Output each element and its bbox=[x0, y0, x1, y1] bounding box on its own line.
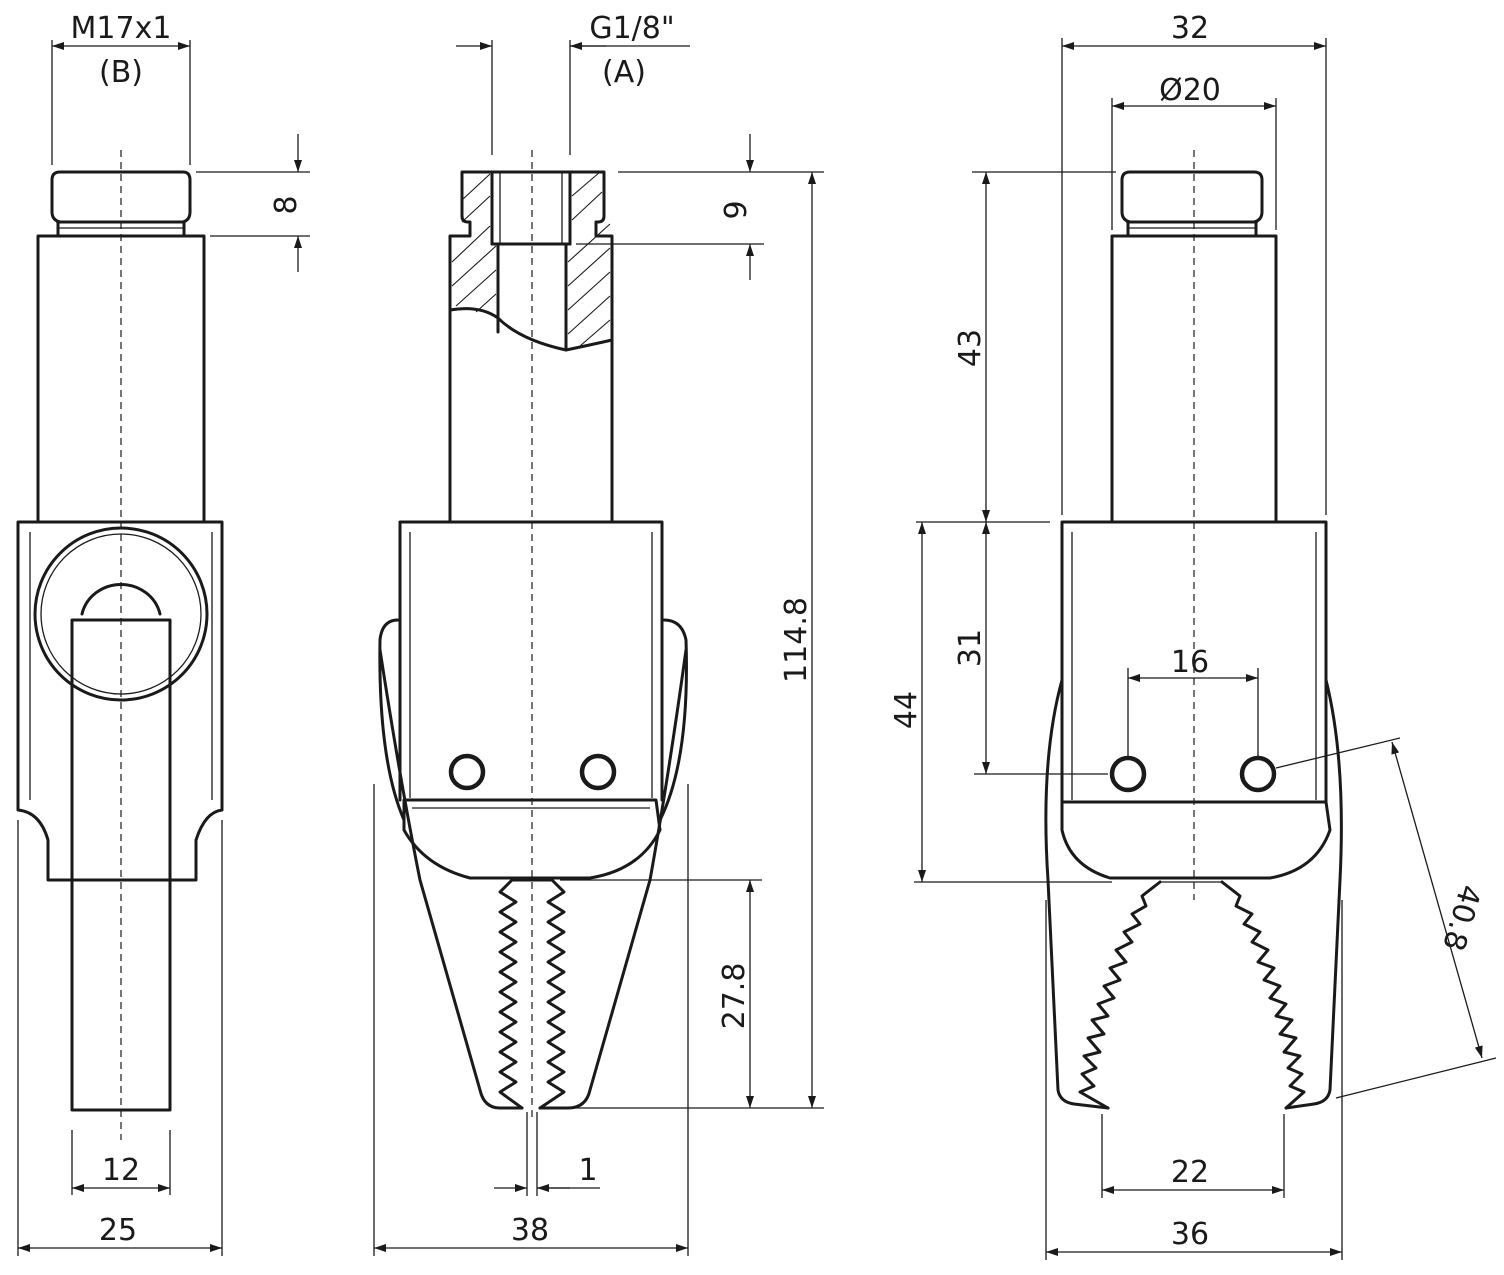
dim-left-overall-width: 25 bbox=[99, 1213, 137, 1248]
mount-hole bbox=[1239, 755, 1277, 793]
dim-jaw-arm-length: 40.8 bbox=[1435, 881, 1487, 955]
shaft bbox=[36, 234, 206, 524]
dim-jaw-pivot-height: 44 bbox=[889, 691, 924, 729]
dim-middle-overall-width: 38 bbox=[511, 1213, 549, 1248]
gripper-body bbox=[398, 520, 664, 802]
serrated-jaw-left-open bbox=[1078, 880, 1162, 1110]
dim-port-b: (B) bbox=[99, 55, 143, 90]
dim-jaw-gap: 1 bbox=[578, 1153, 597, 1188]
thread-stub-right bbox=[1120, 170, 1264, 224]
dim-port-thread: G1/8" bbox=[589, 11, 674, 46]
body-block bbox=[16, 520, 224, 882]
shaft-right bbox=[1110, 234, 1278, 524]
dim-right-overall-width: 36 bbox=[1171, 1217, 1209, 1252]
dim-shaft-diameter: Ø20 bbox=[1159, 73, 1221, 108]
dim-jaw-length: 27.8 bbox=[717, 963, 752, 1030]
dim-hole-spacing: 16 bbox=[1171, 645, 1209, 680]
dim-body-width: 32 bbox=[1171, 11, 1209, 46]
jaw-outline bbox=[378, 648, 688, 1110]
right-side-view bbox=[1044, 150, 1343, 1110]
dim-jaw-opening: 22 bbox=[1171, 1155, 1209, 1190]
dim-port-depth: 9 bbox=[719, 200, 754, 219]
dim-shaft-length: 43 bbox=[953, 329, 988, 367]
section-hatching bbox=[451, 171, 611, 347]
mount-hole bbox=[1109, 755, 1147, 793]
port-cap bbox=[448, 170, 614, 524]
dim-thread-length: 8 bbox=[269, 195, 304, 214]
dim-thread-left: M17x1 bbox=[71, 11, 172, 46]
serrated-jaw-right-open bbox=[1220, 880, 1306, 1110]
dim-overall-length: 114.8 bbox=[779, 597, 814, 683]
mount-hole bbox=[448, 753, 486, 791]
pivot-ring bbox=[33, 526, 209, 702]
dim-port-a: (A) bbox=[602, 55, 646, 90]
dim-body-length: 31 bbox=[953, 629, 988, 667]
serrated-jaw-right bbox=[538, 878, 566, 1110]
dimensions: M17x1 (B) 8 12 25 G1/8" (A) 9 11 bbox=[17, 11, 1497, 1260]
mount-hole bbox=[579, 753, 617, 791]
dim-finger-width: 12 bbox=[102, 1153, 140, 1188]
middle-front-view bbox=[378, 150, 688, 1120]
jaw-arm-right bbox=[1284, 678, 1343, 1110]
gripper-body-right bbox=[1060, 520, 1328, 804]
left-side-view bbox=[16, 150, 224, 1140]
jaw-arm-left bbox=[1044, 678, 1110, 1110]
serrated-jaw-left bbox=[498, 878, 524, 1110]
